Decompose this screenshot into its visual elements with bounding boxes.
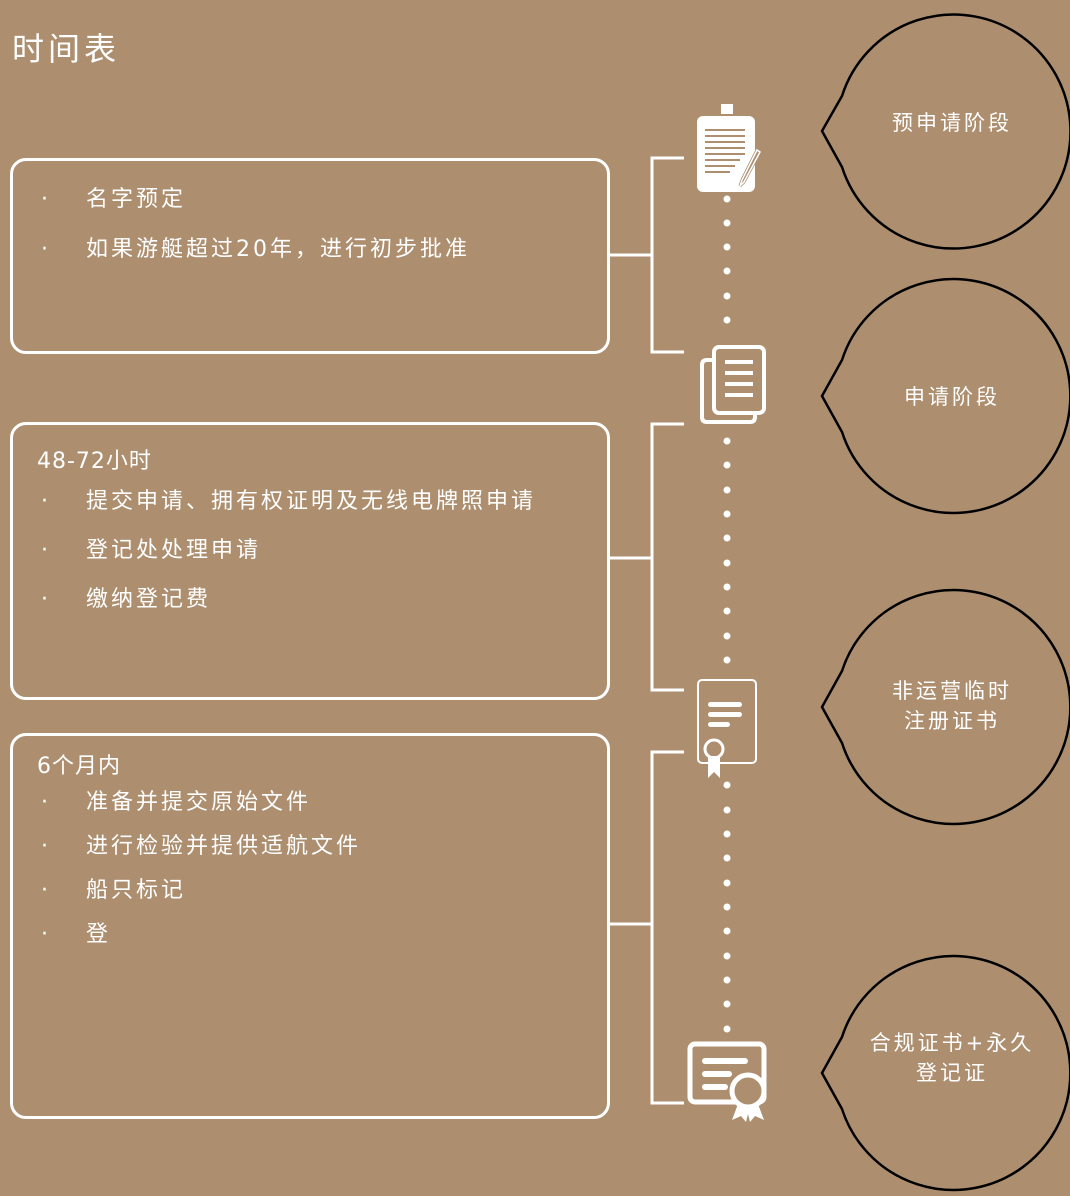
stage-label-2: 申请阶段 — [904, 385, 1000, 409]
list-item: 进行检验并提供适航文件 — [13, 834, 607, 860]
bracket-connector-2 — [610, 422, 684, 692]
documents-icon — [700, 345, 766, 424]
certificate-icon — [697, 679, 757, 778]
bracket-connector-3 — [610, 750, 684, 1105]
list-item: 登记处处理申请 — [13, 538, 607, 564]
list-item: 如果游艇超过20年，进行初步批准 — [13, 237, 607, 263]
bracket-connector-1 — [610, 156, 684, 354]
list-item: 名字预定 — [13, 187, 607, 213]
clipboard-icon — [697, 104, 762, 192]
bubble-1 — [820, 13, 1070, 250]
stage-duration: 6个月内 — [37, 754, 121, 779]
stage-box-application: 48-72小时 提交申请、拥有权证明及无线电牌照申请 登记处处理申请 缴纳登记费 — [10, 422, 610, 700]
list-item: 船只标记 — [13, 878, 607, 904]
stage-box-pre-application: 名字预定 如果游艇超过20年，进行初步批准 — [10, 158, 610, 354]
award-certificate-icon — [687, 1041, 767, 1122]
stage-duration: 48-72小时 — [37, 449, 152, 474]
stage-label-4: 合规证书+永久 登记证 — [869, 1031, 1035, 1085]
page-title: 时间表 — [12, 30, 121, 68]
stage-label-1: 预申请阶段 — [892, 111, 1012, 135]
stage-label-3: 非运营临时 注册证书 — [892, 679, 1012, 733]
timeline-dots — [723, 195, 731, 1033]
list-item: 登 — [13, 922, 607, 948]
list-item: 提交申请、拥有权证明及无线电牌照申请 — [13, 489, 607, 515]
stage-box-provisional: 6个月内 准备并提交原始文件 进行检验并提供适航文件 船只标记 登 — [10, 733, 610, 1119]
list-item: 缴纳登记费 — [13, 587, 607, 613]
list-item: 准备并提交原始文件 — [13, 790, 607, 816]
